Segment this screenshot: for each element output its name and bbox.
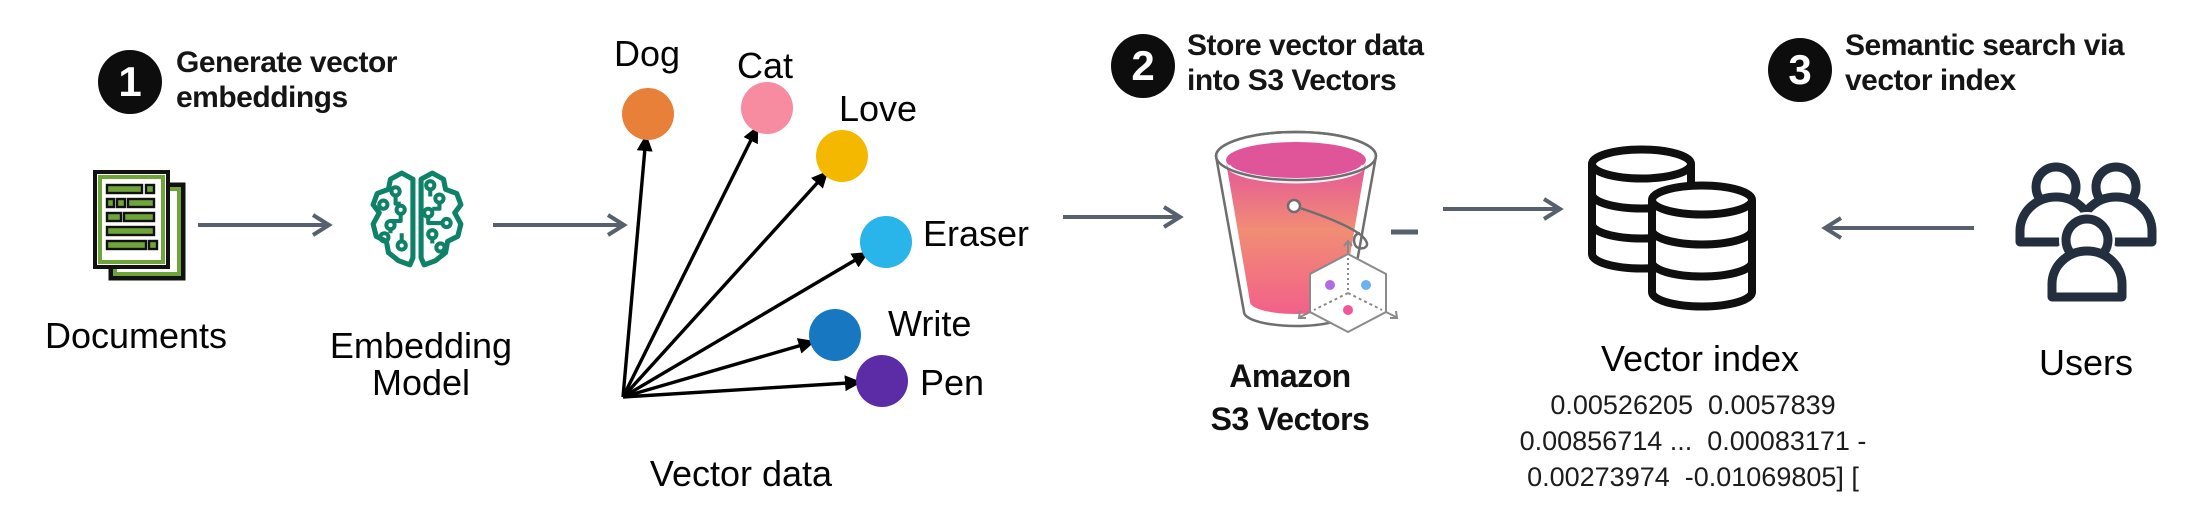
point-dog-label: Dog	[613, 33, 681, 74]
step-3-title: Semantic search via vector index	[1845, 29, 2125, 97]
step-2-number: 2	[1131, 42, 1155, 89]
step-3-badge: 3	[1768, 38, 1832, 102]
step-1-title: Generate vector embeddings	[176, 46, 397, 114]
s3-vectors-bucket-icon	[1208, 126, 1413, 341]
arrow-vectordata-to-s3-icon	[1061, 203, 1187, 231]
s3-vectors-label: Amazon S3 Vectors	[1210, 358, 1370, 437]
embedding-model-label: Embedding Model	[329, 325, 513, 403]
vector-arrows	[621, 125, 870, 399]
point-pen	[856, 355, 908, 407]
step-3-number: 3	[1788, 46, 1812, 93]
point-pen-label: Pen	[920, 362, 985, 403]
point-love-label: Love	[838, 88, 918, 129]
step-1-badge: 1	[98, 50, 162, 114]
vector-data-plot	[598, 18, 1058, 423]
users-label: Users	[2038, 342, 2133, 383]
vector-index-icon	[1586, 142, 1758, 314]
point-write	[809, 309, 861, 361]
point-eraser	[860, 216, 912, 268]
embedding-model-icon	[366, 170, 468, 272]
vector-index-values: 0.00526205 0.0057839 0.00856714 ... 0.00…	[1519, 390, 1867, 492]
arrow-s3-to-index-icon	[1441, 195, 1567, 223]
step-2-badge: 2	[1111, 34, 1175, 98]
documents-label: Documents	[44, 315, 228, 356]
vector-index-label: Vector index	[1600, 338, 1800, 379]
arrow-users-to-index-icon	[1818, 214, 1976, 242]
vector-data-label: Vector data	[649, 453, 833, 494]
point-write-label: Write	[888, 303, 972, 344]
point-dog	[622, 88, 674, 140]
step-2-title: Store vector data into S3 Vectors	[1187, 29, 1424, 97]
documents-icon	[93, 170, 188, 282]
point-love	[816, 130, 868, 182]
users-icon	[2010, 152, 2160, 304]
step-1-number: 1	[118, 58, 142, 105]
point-eraser-label: Eraser	[923, 213, 1030, 254]
arrow-documents-to-model-icon	[196, 211, 336, 239]
bucket-connector-dash	[1390, 228, 1422, 236]
point-cat	[741, 82, 793, 134]
arrow-model-to-vectordata-icon	[491, 211, 631, 239]
point-cat-label: Cat	[736, 45, 794, 86]
